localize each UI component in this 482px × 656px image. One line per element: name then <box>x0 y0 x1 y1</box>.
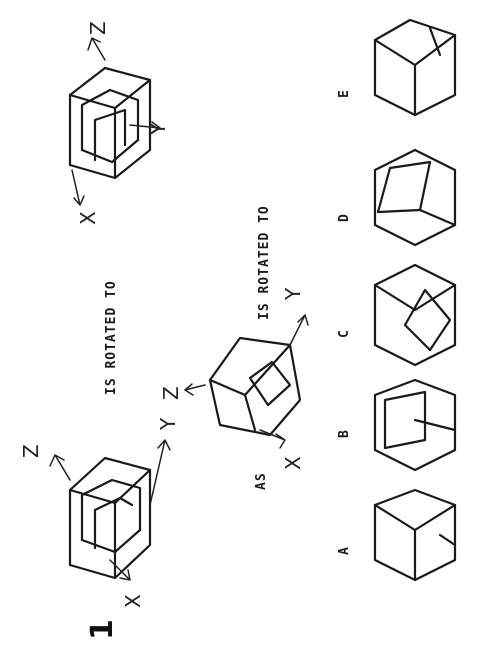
axis-x-label-2: X <box>76 211 100 225</box>
option-e[interactable]: E <box>337 18 457 117</box>
option-b-label: B <box>337 429 352 438</box>
rotated-object-1-axes: Z Y X <box>71 21 170 225</box>
rotated-object-1 <box>68 66 152 180</box>
option-c-label: C <box>337 329 352 338</box>
reference-object <box>208 336 302 437</box>
axis-x-label-3: X <box>281 456 305 470</box>
reference-object-axes: Z X Y <box>159 287 309 470</box>
option-d[interactable]: D <box>337 148 457 247</box>
axis-y-label-3: Y <box>281 287 305 301</box>
option-a-label: A <box>337 546 352 555</box>
axis-y-label-2: Y <box>146 122 170 136</box>
axis-y-label-1: Y <box>156 417 180 431</box>
option-a[interactable]: A <box>337 488 457 582</box>
option-d-label: D <box>337 213 352 222</box>
option-e-label: E <box>337 89 352 98</box>
axis-x-label-1: X <box>121 594 145 608</box>
problem-number: 1 <box>85 619 120 640</box>
axis-z-label-1: Z <box>19 444 43 458</box>
axis-z-label-2: Z <box>86 21 110 35</box>
rotated-phrase-2: IS ROTATED TO <box>257 205 272 320</box>
source-object-1-axes: Z X Y <box>19 417 180 608</box>
source-object-1 <box>68 456 152 580</box>
as-label: AS <box>254 472 269 490</box>
option-c[interactable]: C <box>337 263 457 367</box>
option-b[interactable]: B <box>337 378 457 472</box>
rotated-phrase-1: IS ROTATED TO <box>104 280 119 395</box>
axis-z-label-3: Z <box>159 386 183 400</box>
